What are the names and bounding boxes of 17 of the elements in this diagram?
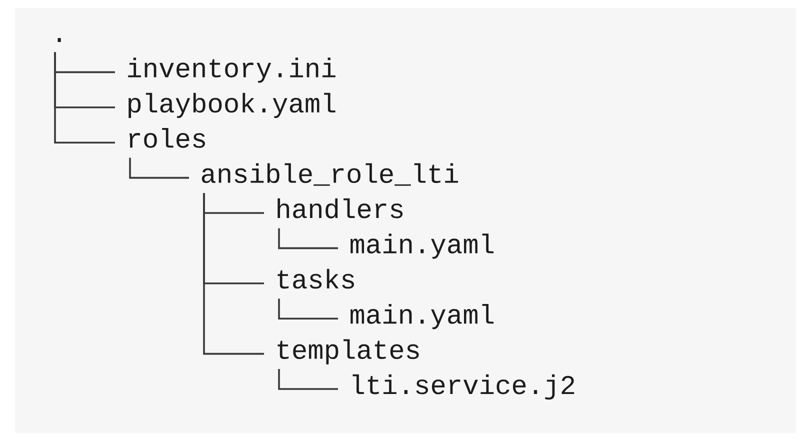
file-name: main.yaml: [350, 304, 494, 330]
tree-line: [278, 298, 338, 320]
tree-line: [278, 228, 338, 250]
file-name: main.yaml: [350, 234, 494, 259]
tree-line: [203, 193, 264, 355]
file-name: .: [58, 38, 61, 42]
file-name: inventory.ini: [128, 58, 336, 83]
file-name: tasks: [278, 268, 354, 289]
tree-line: [129, 158, 189, 179]
file-name: templates: [278, 339, 419, 364]
file-name: handlers: [278, 198, 403, 218]
file-name: lti.service.j2: [352, 374, 574, 400]
file-name: ansible_role_lti: [202, 163, 458, 186]
file-name: roles: [129, 128, 205, 148]
tree-line: [278, 369, 338, 390]
file-name: playbook.yaml: [128, 92, 336, 118]
tree-line: [54, 52, 115, 144]
